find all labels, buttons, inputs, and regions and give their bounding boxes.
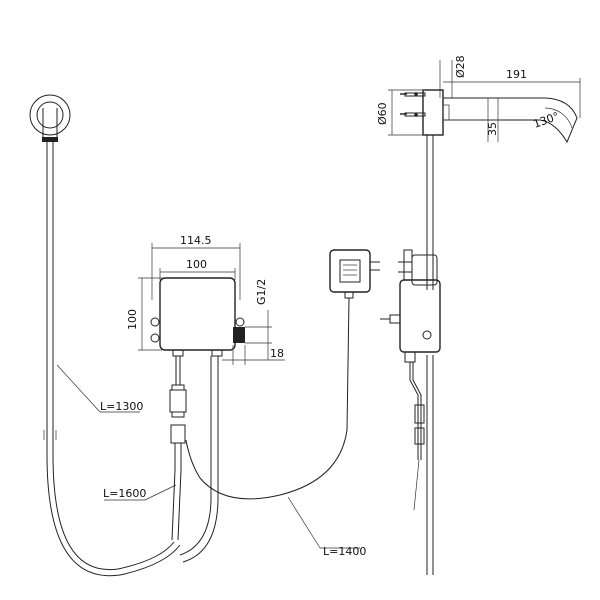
dim-width-114-5 (151, 243, 241, 300)
control-box-side-view (380, 249, 441, 363)
dim-depth-18 (222, 345, 285, 365)
dim-114-5-text: 114.5 (180, 234, 212, 247)
angle-130-text: 130° (532, 110, 561, 131)
inlet-hose-length-label: L=1600 (103, 487, 146, 500)
dim-length-191 (443, 78, 581, 118)
power-adapter (329, 249, 380, 299)
dim-diameter-60-text: Ø60 (376, 102, 389, 125)
angle-130-arc (544, 107, 573, 129)
dim-100-height-text: 100 (126, 309, 139, 330)
side-view-cables (409, 362, 425, 511)
spout-hose-length-label: L=1300 (100, 400, 143, 413)
power-cable-length-label: L=1400 (323, 545, 366, 558)
inlet-hose-leader (104, 484, 177, 501)
side-view-pipe (426, 135, 434, 575)
dim-offset-35 (443, 98, 500, 142)
power-cable (185, 297, 350, 500)
dim-100-width-text: 100 (186, 258, 207, 271)
spout-hose (43, 142, 181, 577)
dim-g1-2-text: G1/2 (255, 279, 268, 305)
dim-diameter-28 (439, 60, 453, 98)
dim-height-100 (138, 277, 162, 351)
dim-thread (245, 310, 272, 360)
power-cable-leader (287, 496, 360, 549)
spout-hose-leader (56, 364, 140, 413)
spout-front-view (29, 94, 71, 142)
dim-diameter-28-text: Ø28 (454, 55, 467, 78)
control-box (150, 277, 245, 357)
dim-offset-35-text: 35 (486, 122, 499, 136)
dim-18-text: 18 (270, 347, 284, 360)
dim-diameter-60 (388, 89, 424, 136)
inlet-cable (169, 356, 187, 541)
dim-191-text: 191 (506, 68, 527, 81)
outlet-hose (179, 356, 219, 563)
